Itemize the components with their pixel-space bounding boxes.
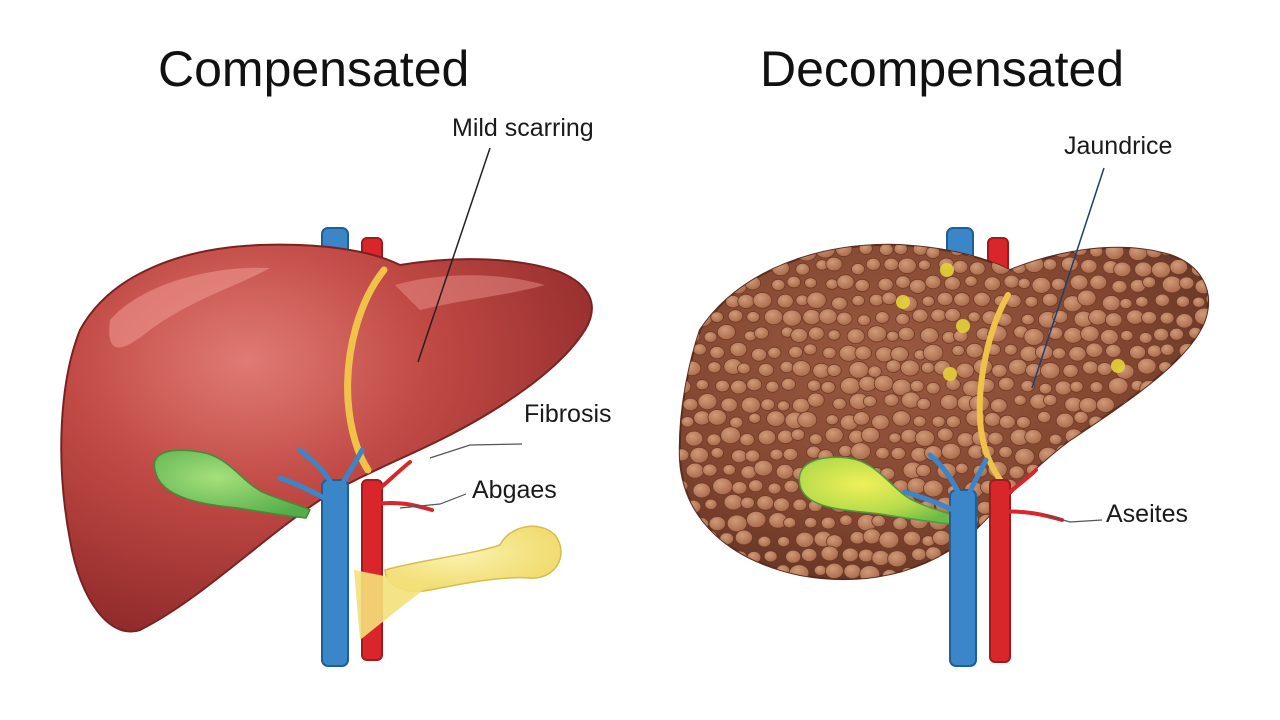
label-abgaes: Abgaes: [472, 476, 557, 504]
portal-vein: [321, 479, 349, 667]
decompensated-title: Decompensated: [760, 41, 1125, 97]
gallbladder: [153, 449, 312, 519]
label-jaundice: Jaundrice: [1064, 132, 1173, 160]
gallbladder-jaundiced: [798, 456, 957, 525]
compensated-liver: [60, 227, 593, 667]
decompensated-liver: [678, 227, 1210, 667]
label-mild-scarring: Mild scarring: [452, 114, 594, 142]
compensated-title: Compensated: [158, 41, 470, 97]
label-ascites: Aseites: [1106, 500, 1188, 528]
label-fibrosis: Fibrosis: [524, 400, 612, 428]
